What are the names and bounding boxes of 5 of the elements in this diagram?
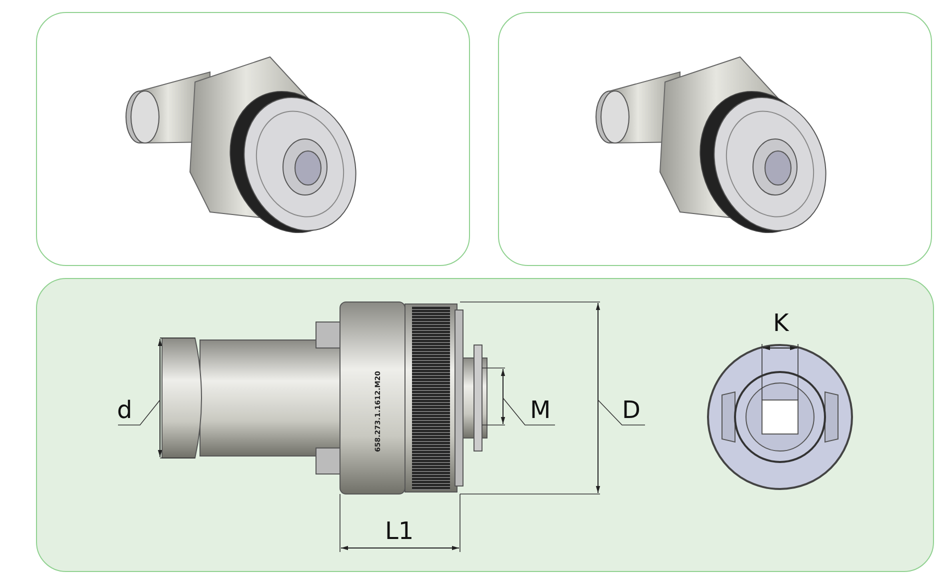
dimension-label: M [530,398,551,422]
dimension-label: L1 [385,519,414,543]
dimension-label: K [773,311,789,335]
dimension-label: d [117,398,132,422]
dimension-label: D [622,398,640,422]
